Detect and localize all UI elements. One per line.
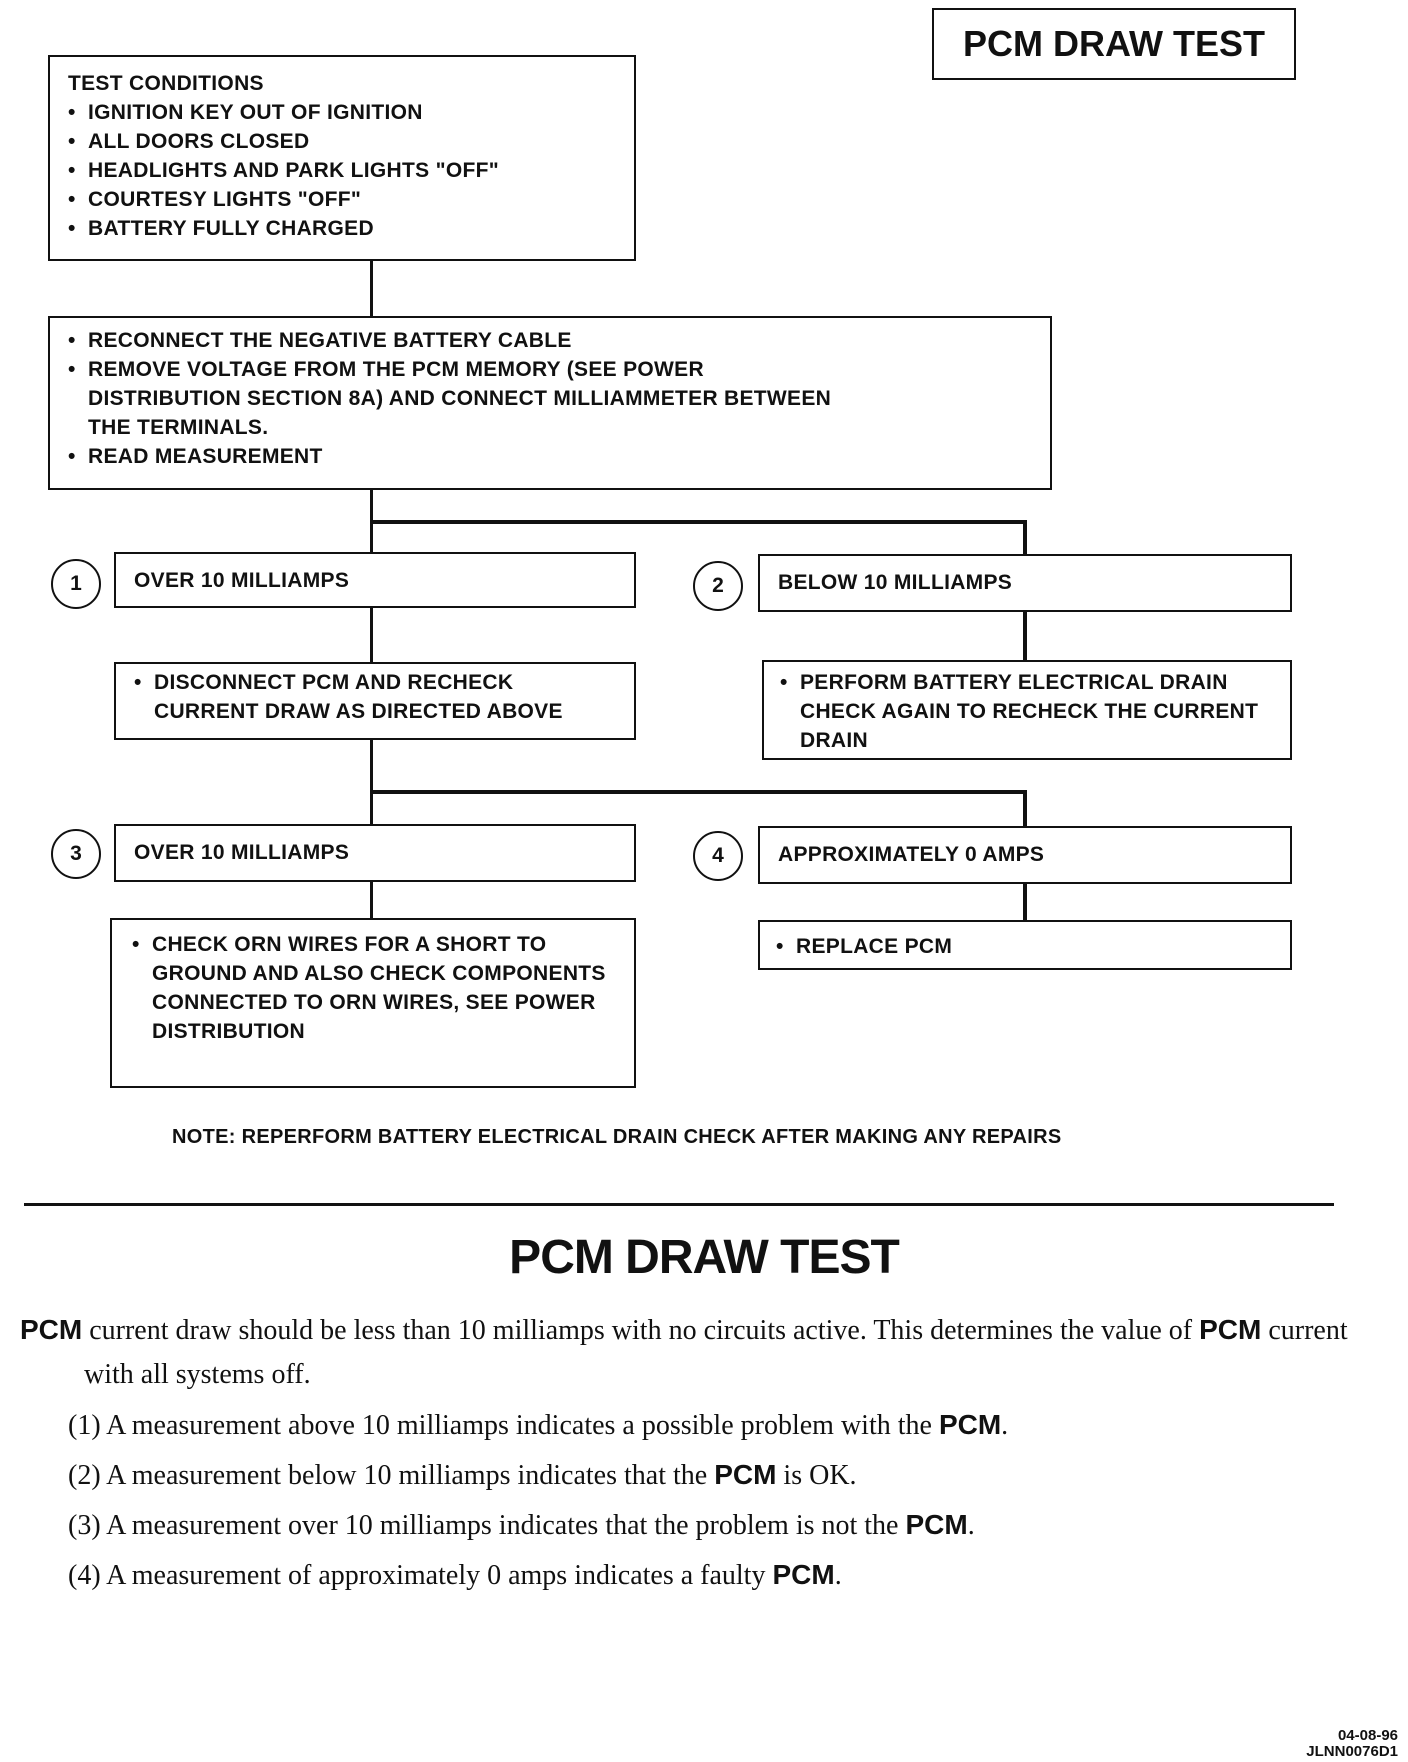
condition-item: COURTESY LIGHTS "OFF" [68, 185, 616, 214]
connector-line [1023, 884, 1027, 920]
step-number-1: 1 [51, 559, 101, 609]
action-item: DISCONNECT PCM AND RECHECK CURRENT DRAW … [134, 668, 622, 726]
test-conditions-box: TEST CONDITIONS IGNITION KEY OUT OF IGNI… [48, 55, 636, 261]
list-item: (4) A measurement of approximately 0 amp… [68, 1559, 842, 1591]
intro-text: current with all systems off. [84, 1315, 1348, 1390]
procedure-item: REMOVE VOLTAGE FROM THE PCM MEMORY (SEE … [68, 355, 848, 442]
action-box-2: PERFORM BATTERY ELECTRICAL DRAIN CHECK A… [762, 660, 1292, 760]
result-label: BELOW 10 MILLIAMPS [778, 571, 1013, 594]
result-box-1: OVER 10 MILLIAMPS [114, 552, 636, 608]
step-number-3: 3 [51, 829, 101, 879]
connector-line [370, 520, 1026, 524]
action-box-4: REPLACE PCM [758, 920, 1292, 970]
connector-line [370, 608, 373, 662]
section-divider [24, 1203, 1334, 1206]
connector-line [370, 740, 373, 826]
procedure-list: RECONNECT THE NEGATIVE BATTERY CABLE REM… [68, 326, 848, 471]
connector-line [370, 790, 1026, 794]
pcm-term: PCM [20, 1314, 83, 1345]
action-item: CHECK ORN WIRES FOR A SHORT TO GROUND AN… [132, 930, 622, 1046]
explanation-list: (1) A measurement above 10 milliamps ind… [68, 1400, 1348, 1600]
pcm-term: PCM [714, 1459, 777, 1490]
connector-line [1023, 612, 1027, 660]
result-box-3: OVER 10 MILLIAMPS [114, 824, 636, 882]
result-label: APPROXIMATELY 0 AMPS [778, 843, 1045, 866]
condition-item: HEADLIGHTS AND PARK LIGHTS "OFF" [68, 156, 616, 185]
section-title: PCM DRAW TEST [509, 1231, 900, 1284]
step-number-4: 4 [693, 831, 743, 881]
pcm-term: PCM [772, 1559, 835, 1590]
condition-item: ALL DOORS CLOSED [68, 127, 616, 156]
connector-line [370, 261, 373, 316]
test-conditions-heading: TEST CONDITIONS [68, 72, 264, 95]
list-item: (2) A measurement below 10 milliamps ind… [68, 1459, 857, 1491]
connector-line [1023, 790, 1027, 826]
document-date: 04-08-96 [1337, 1727, 1398, 1744]
step-number-2: 2 [693, 561, 743, 611]
title-box: PCM DRAW TEST [932, 8, 1296, 80]
pcm-term: PCM [1199, 1314, 1262, 1345]
list-item: (1) A measurement above 10 milliamps ind… [68, 1409, 1009, 1441]
pcm-term: PCM [938, 1409, 1002, 1440]
condition-item: BATTERY FULLY CHARGED [68, 214, 616, 243]
pcm-term: PCM [905, 1509, 968, 1540]
connector-line [370, 882, 373, 918]
action-item: PERFORM BATTERY ELECTRICAL DRAIN CHECK A… [780, 668, 1278, 755]
connector-line [1023, 520, 1027, 554]
action-box-1: DISCONNECT PCM AND RECHECK CURRENT DRAW … [114, 662, 636, 740]
condition-item: IGNITION KEY OUT OF IGNITION [68, 98, 616, 127]
list-item: (3) A measurement over 10 milliamps indi… [68, 1509, 975, 1541]
procedure-box: RECONNECT THE NEGATIVE BATTERY CABLE REM… [48, 316, 1052, 490]
procedure-item: READ MEASUREMENT [68, 442, 848, 471]
result-label: OVER 10 MILLIAMPS [134, 569, 350, 592]
result-label: OVER 10 MILLIAMPS [134, 841, 350, 864]
title-box-label: PCM DRAW TEST [963, 23, 1265, 64]
test-conditions-list: IGNITION KEY OUT OF IGNITION ALL DOORS C… [68, 98, 616, 243]
flowchart-note: NOTE: REPERFORM BATTERY ELECTRICAL DRAIN… [172, 1126, 1062, 1148]
action-box-3: CHECK ORN WIRES FOR A SHORT TO GROUND AN… [110, 918, 636, 1088]
document-code: 04-08-96 JLNN0076D1 [1306, 1728, 1398, 1760]
action-item: REPLACE PCM [776, 932, 1278, 961]
procedure-item: RECONNECT THE NEGATIVE BATTERY CABLE [68, 326, 848, 355]
result-box-2: BELOW 10 MILLIAMPS [758, 554, 1292, 612]
document-id: JLNN0076D1 [1306, 1743, 1398, 1760]
result-box-4: APPROXIMATELY 0 AMPS [758, 826, 1292, 884]
intro-text: current draw should be less than 10 mill… [82, 1315, 1200, 1346]
intro-paragraph: PCM current draw should be less than 10 … [20, 1308, 1360, 1397]
